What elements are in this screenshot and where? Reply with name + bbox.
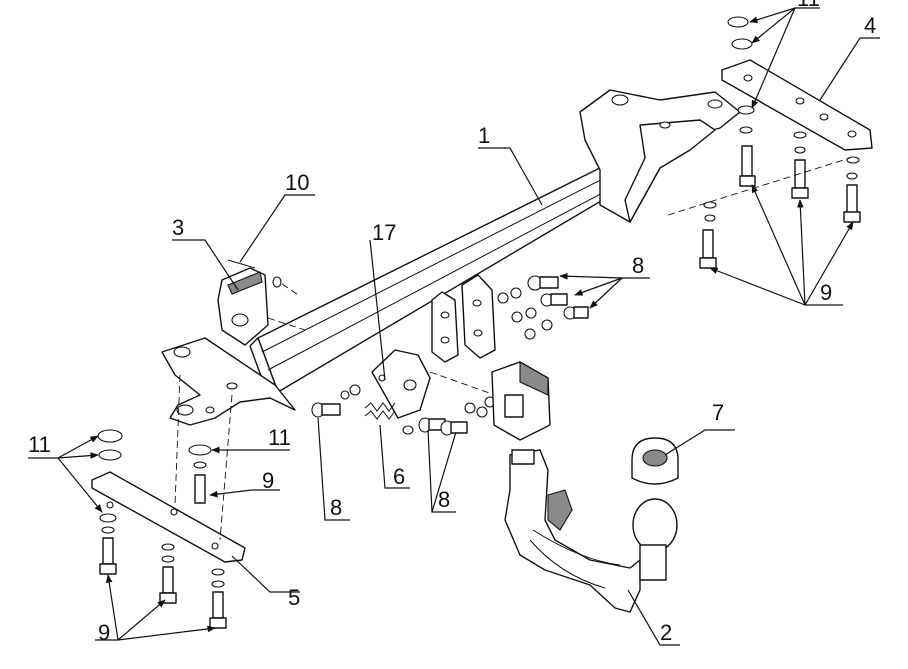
callout-10: 10 <box>285 170 309 195</box>
callout-9-right: 9 <box>820 280 832 305</box>
callout-8-right: 8 <box>632 253 644 278</box>
mount-plate-part-4 <box>667 16 873 269</box>
callout-6: 6 <box>393 464 405 489</box>
ball-cap-part-7 <box>631 437 679 485</box>
mount-plate-part-5 <box>91 374 246 629</box>
callout-8-center-right: 8 <box>438 487 450 512</box>
socket-bracket-part-3 <box>217 259 306 346</box>
callout-2: 2 <box>660 620 672 645</box>
callout-9-lower-left: 9 <box>98 620 110 645</box>
callout-7: 7 <box>712 400 724 425</box>
spring-part-6 <box>364 402 414 435</box>
callout-9-center: 9 <box>262 468 274 493</box>
callout-1: 1 <box>478 123 490 148</box>
callout-4: 4 <box>864 13 876 38</box>
callout-17: 17 <box>372 220 396 245</box>
tow-ball-arm-part-2 <box>504 449 678 613</box>
callout-3: 3 <box>172 215 184 240</box>
callout-labels: 1 2 3 4 5 6 7 8 8 8 9 9 9 10 11 11 11 17 <box>28 0 876 645</box>
callout-11-lower-left: 11 <box>28 432 51 457</box>
callout-8-center-left: 8 <box>330 495 342 520</box>
callout-11-upper-right: 11 <box>797 0 820 11</box>
leader-lines <box>28 7 880 646</box>
crossbar-part-1 <box>161 89 741 426</box>
plate-part-17 <box>371 349 431 419</box>
bolts-part-8-center <box>311 371 496 436</box>
receiver-block <box>491 361 551 441</box>
callout-11-center: 11 <box>268 425 291 450</box>
callout-5: 5 <box>288 585 300 610</box>
bolts-part-8-right <box>497 275 589 340</box>
